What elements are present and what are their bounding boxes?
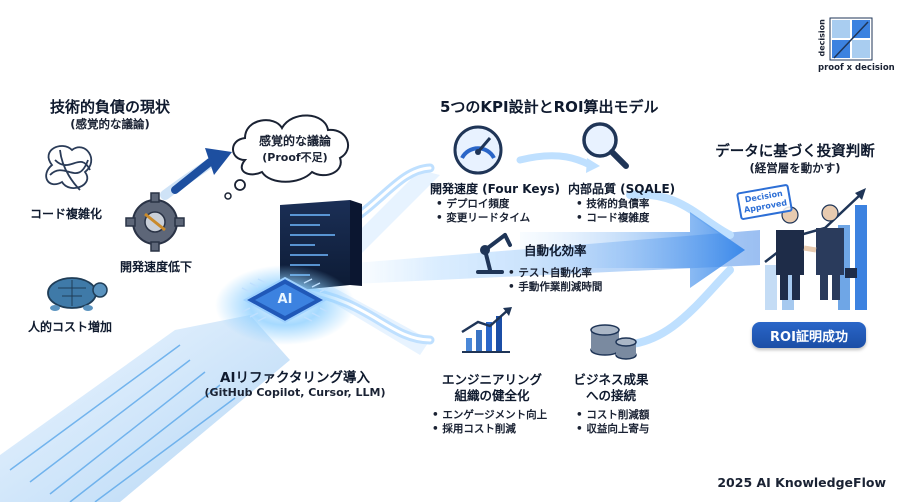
kpi-org-bullets: エンゲージメント向上 採用コスト削減 — [432, 408, 547, 436]
kpi-automation-bullets: テスト自動化率 手動作業削減時間 — [508, 266, 602, 294]
robot-arm-icon — [476, 233, 512, 274]
kpi-business-title-line1: ビジネス成果 — [573, 372, 649, 387]
handshake-icon — [776, 204, 857, 300]
item-label-complexity: コード複雑化 — [30, 207, 103, 221]
item-label-speed: 開発速度低下 — [120, 260, 193, 274]
kpi-org-bullet-2: 採用コスト削減 — [432, 422, 547, 436]
tangle-icon — [45, 145, 93, 191]
kpi-speed-bullet-2: 変更リードタイム — [436, 211, 530, 225]
coins-icon — [590, 324, 637, 360]
kpi-org-title-line1: エンジニアリング — [441, 372, 542, 387]
kpi-quality-bullet-2: コード複雑度 — [576, 211, 649, 225]
left-section-title: 技術的負債の現状 — [49, 98, 170, 116]
item-label-cost: 人的コスト増加 — [28, 320, 113, 334]
corner-logo-y-label: decision — [817, 19, 827, 57]
right-section-title: データに基づく投資判断 — [715, 144, 875, 160]
right-section-subtitle: (経営層を動かす) — [749, 161, 841, 175]
speedometer-icon — [453, 125, 503, 175]
center-title: AIリファクタリング導入 — [220, 370, 370, 386]
kpi-speed-bullets: デプロイ頻度 変更リードタイム — [436, 197, 530, 225]
cloud-line1: 感覚的な議論 — [258, 134, 331, 148]
magnifier-icon — [582, 122, 629, 169]
kpi-business-bullet-2: 収益向上寄与 — [576, 422, 649, 436]
center-subtitle: (GitHub Copilot, Cursor, LLM) — [204, 386, 386, 399]
arrow-to-cloud — [160, 148, 232, 200]
roi-success-badge: ROI証明成功 — [752, 322, 866, 348]
chip-label: AI — [277, 292, 293, 307]
kpi-org-title: エンジニアリング 組織の健全化 — [432, 372, 552, 404]
ai-chip-icon — [241, 276, 329, 324]
gear-icon — [125, 192, 185, 252]
turtle-icon — [47, 277, 108, 311]
kpi-org-bullet-1: エンゲージメント向上 — [432, 408, 547, 422]
kpi-quality-bullets: 技術的負債率 コード複雑度 — [576, 197, 649, 225]
kpi-automation-bullet-1: テスト自動化率 — [508, 266, 602, 280]
corner-logo-icon — [829, 17, 873, 61]
kpi-business-title-line2: への接続 — [585, 388, 636, 403]
kpi-business-bullets: コスト削減額 収益向上寄与 — [576, 408, 649, 436]
kpi-business-bullet-1: コスト削減額 — [576, 408, 649, 422]
footer-credit: 2025 AI KnowledgeFlow — [717, 475, 886, 490]
corner-logo-x-label: proof x decision — [818, 63, 895, 73]
bar-chart-icon — [461, 307, 512, 353]
kpi-org-title-line2: 組織の健全化 — [454, 388, 530, 403]
cloud-line2: (Proof不足) — [262, 151, 328, 164]
kpi-quality-bullet-1: 技術的負債率 — [576, 197, 649, 211]
kpi-speed-bullet-1: デプロイ頻度 — [436, 197, 530, 211]
kpi-automation-title: 自動化効率 — [524, 243, 587, 258]
cloud-shape — [224, 114, 350, 200]
left-section-subtitle: (感覚的な議論) — [70, 117, 150, 131]
kpi-quality-title: 内部品質 (SQALE) — [568, 182, 676, 196]
kpi-automation-bullet-2: 手動作業削減時間 — [508, 280, 602, 294]
kpi-title: 5つのKPI設計とROI算出モデル — [440, 98, 659, 116]
big-right-arrow — [520, 212, 745, 288]
kpi-speed-title: 開発速度 (Four Keys) — [430, 182, 560, 196]
kpi-business-title: ビジネス成果 への接続 — [566, 372, 656, 404]
